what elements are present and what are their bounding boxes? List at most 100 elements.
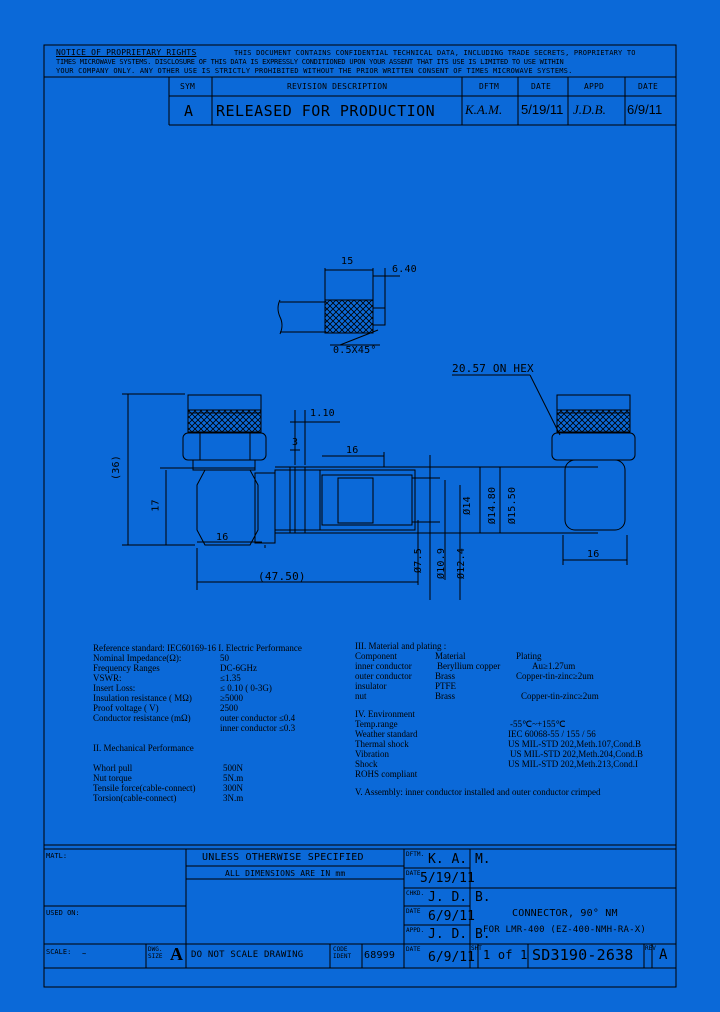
env-label: Shock <box>355 759 378 769</box>
used-on-label: USED ON: <box>46 909 80 917</box>
scale-value: ~ <box>82 950 87 958</box>
dim-chamfer: 0.5X45° <box>333 345 377 356</box>
material-environment-specs: III. Material and plating : Component Mat… <box>355 641 643 797</box>
env-value: US MIL-STD 202,Meth.107,Cond.B <box>508 739 642 749</box>
cable-detail <box>277 268 400 346</box>
spec-reference: Reference standard: IEC60169-16 I. Elect… <box>93 643 302 653</box>
spec-label: Proof voltage ( V) <box>93 703 159 713</box>
rev-header-dftm: DFTM <box>479 82 500 91</box>
spec-label: Nominal Impedance(Ω): <box>93 653 182 663</box>
dim-47-50: (47.50) <box>258 570 306 583</box>
dwg-size-label: DWG. SIZE <box>148 946 163 960</box>
rev-description: RELEASED FOR PRODUCTION <box>216 102 436 120</box>
sheet-label: SHT <box>471 945 482 952</box>
rev-header-date-2: DATE <box>638 82 659 91</box>
rev-date: 5/19/11 <box>521 102 564 117</box>
dim-16-body: 16 <box>346 445 359 456</box>
env-value: US MIL-STD 202,Meth.204,Cond.B <box>510 749 644 759</box>
dftm-value: K. A. M. <box>428 852 491 867</box>
spec-value: DC-6GHz <box>220 663 257 673</box>
material-title: III. Material and plating : <box>355 641 447 651</box>
material-cell: Beryllium copper <box>437 661 501 671</box>
rev-dftm: K.A.M. <box>465 102 503 117</box>
dim-16-side: 16 <box>587 549 600 560</box>
appd-label: APPD. <box>406 927 425 934</box>
electric-specs: Reference standard: IEC60169-16 I. Elect… <box>93 643 302 803</box>
dim-dia-14-80: Ø14.80 <box>487 486 499 525</box>
connector-front-view <box>122 393 419 590</box>
dim-cable-15: 15 <box>341 256 354 267</box>
spec-value: 500N <box>223 763 243 773</box>
spec-value: inner conductor ≤0.3 <box>220 723 296 733</box>
spec-value: ≤1.35 <box>220 673 241 683</box>
connector-side-view <box>452 374 636 565</box>
date2-value: 6/9/11 <box>428 909 475 924</box>
spec-value: 2500 <box>220 703 238 713</box>
chkd-value: J. D. B. <box>428 890 491 905</box>
spec-label: Torsion(cable-connect) <box>93 793 177 803</box>
dim-3: 3 <box>292 437 299 448</box>
dim-dia-15-50: Ø15.50 <box>507 486 519 525</box>
connector-cable-section <box>274 410 598 600</box>
spec-label: VSWR: <box>93 673 122 683</box>
revision-table-lines <box>168 77 676 126</box>
dwg-size-value: A <box>170 944 183 964</box>
spec-value: 5N.m <box>223 773 244 783</box>
drawing-title: CONNECTOR, 90° NM <box>512 908 618 919</box>
material-cell: Copper-tin-zinc≥2um <box>516 671 594 681</box>
material-cell: Component <box>355 651 397 661</box>
env-label: Thermal shock <box>355 739 409 749</box>
material-cell: nut <box>355 691 367 701</box>
dim-dia-14: Ø14 <box>461 496 473 515</box>
chkd-label: CHKD. <box>406 890 425 897</box>
env-value: US MIL-STD 202,Meth.213,Cond.I <box>508 759 638 769</box>
border-frame <box>43 44 677 988</box>
sheet-value: 1 of 1 <box>483 948 528 962</box>
mechanical-title: II. Mechanical Performance <box>93 743 194 753</box>
rev-header-description: REVISION DESCRIPTION <box>287 82 388 91</box>
drawing-subtitle: FOR LMR-400 (EZ-400-NMH-RA-X) <box>483 925 646 935</box>
material-cell: Plating <box>516 651 542 661</box>
date1-value: 5/19/11 <box>420 871 475 886</box>
date3-label: DATE <box>406 946 421 953</box>
spec-label: Nut torque <box>93 773 132 783</box>
material-cell: Copper-tin-zinc≥2um <box>521 691 599 701</box>
all-dimensions-mm: ALL DIMENSIONS ARE IN mm <box>225 869 346 878</box>
spec-label: Tensile force(cable-connect) <box>93 783 196 793</box>
spec-value: ≤ 0.10 ( 0-3G) <box>220 683 272 693</box>
material-cell: PTFE <box>435 681 457 691</box>
dim-16-front: 16 <box>216 532 229 543</box>
notice-line-1: THIS DOCUMENT CONTAINS CONFIDENTIAL TECH… <box>234 49 636 57</box>
material-cell: outer conductor <box>355 671 412 681</box>
spec-label: Insulation resistance ( MΩ) <box>93 693 192 703</box>
spec-value: 3N.m <box>223 793 244 803</box>
dim-dia-7-5: Ø7.5 <box>412 548 424 573</box>
material-cell: inner conductor <box>355 661 412 671</box>
dim-17: 17 <box>150 499 162 512</box>
rev-sym: A <box>184 102 194 120</box>
date1-label: DATE <box>406 870 421 877</box>
material-cell: Material <box>435 651 466 661</box>
spec-label: Whorl pull <box>93 763 133 773</box>
environment-title: IV. Environment <box>355 709 415 719</box>
notice-line-3: YOUR COMPANY ONLY. ANY OTHER USE IS STRI… <box>56 67 573 75</box>
dim-dia-10-9: Ø10.9 <box>436 547 448 580</box>
material-cell: insulator <box>355 681 387 691</box>
spec-label: Frequency Ranges <box>93 663 160 673</box>
env-label: Temp.range <box>355 719 398 729</box>
do-not-scale-drawing: DO NOT SCALE DRAWING <box>191 950 304 960</box>
code-ident-label: CODE IDENT <box>333 946 352 960</box>
material-cell: Brass <box>435 671 455 681</box>
matl-label: MATL: <box>46 852 68 860</box>
rev-date-2: 6/9/11 <box>627 102 663 117</box>
date3-value: 6/9/11 <box>428 950 475 965</box>
scale-label: SCALE: <box>46 948 72 956</box>
notice-heading: NOTICE OF PROPRIETARY RIGHTS <box>56 48 197 57</box>
spec-value: ≥5000 <box>220 693 243 703</box>
spec-value: 300N <box>223 783 243 793</box>
rev-value: A <box>659 947 668 963</box>
dim-cable-640: 6.40 <box>392 264 417 275</box>
rev-header-appd: APPD <box>584 82 605 91</box>
